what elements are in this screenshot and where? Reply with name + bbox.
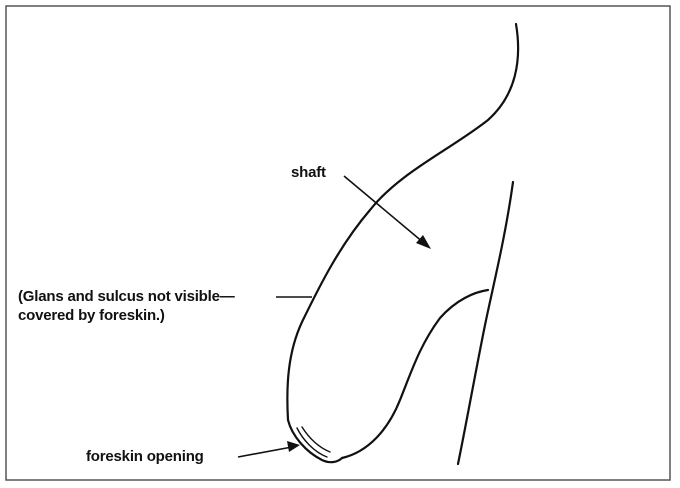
shaft-leader-line <box>344 176 424 243</box>
glans-note-line-1: (Glans and sulcus not visible— <box>18 287 235 306</box>
foreskin-opening-shape <box>288 420 342 462</box>
shaft-arrowhead <box>416 235 431 249</box>
shaft-lower-outline <box>342 290 488 458</box>
opening-arrowhead <box>287 441 300 452</box>
foreskin-opening-inner <box>297 427 330 457</box>
shaft-label: shaft <box>291 163 326 182</box>
shaft-outer-outline <box>287 24 518 420</box>
body-contour-line <box>458 182 513 464</box>
frame-border <box>6 6 670 480</box>
opening-leader-line <box>238 447 292 457</box>
foreskin-opening-label: foreskin opening <box>86 447 204 466</box>
glans-note-line-2: covered by foreskin.) <box>18 306 165 325</box>
